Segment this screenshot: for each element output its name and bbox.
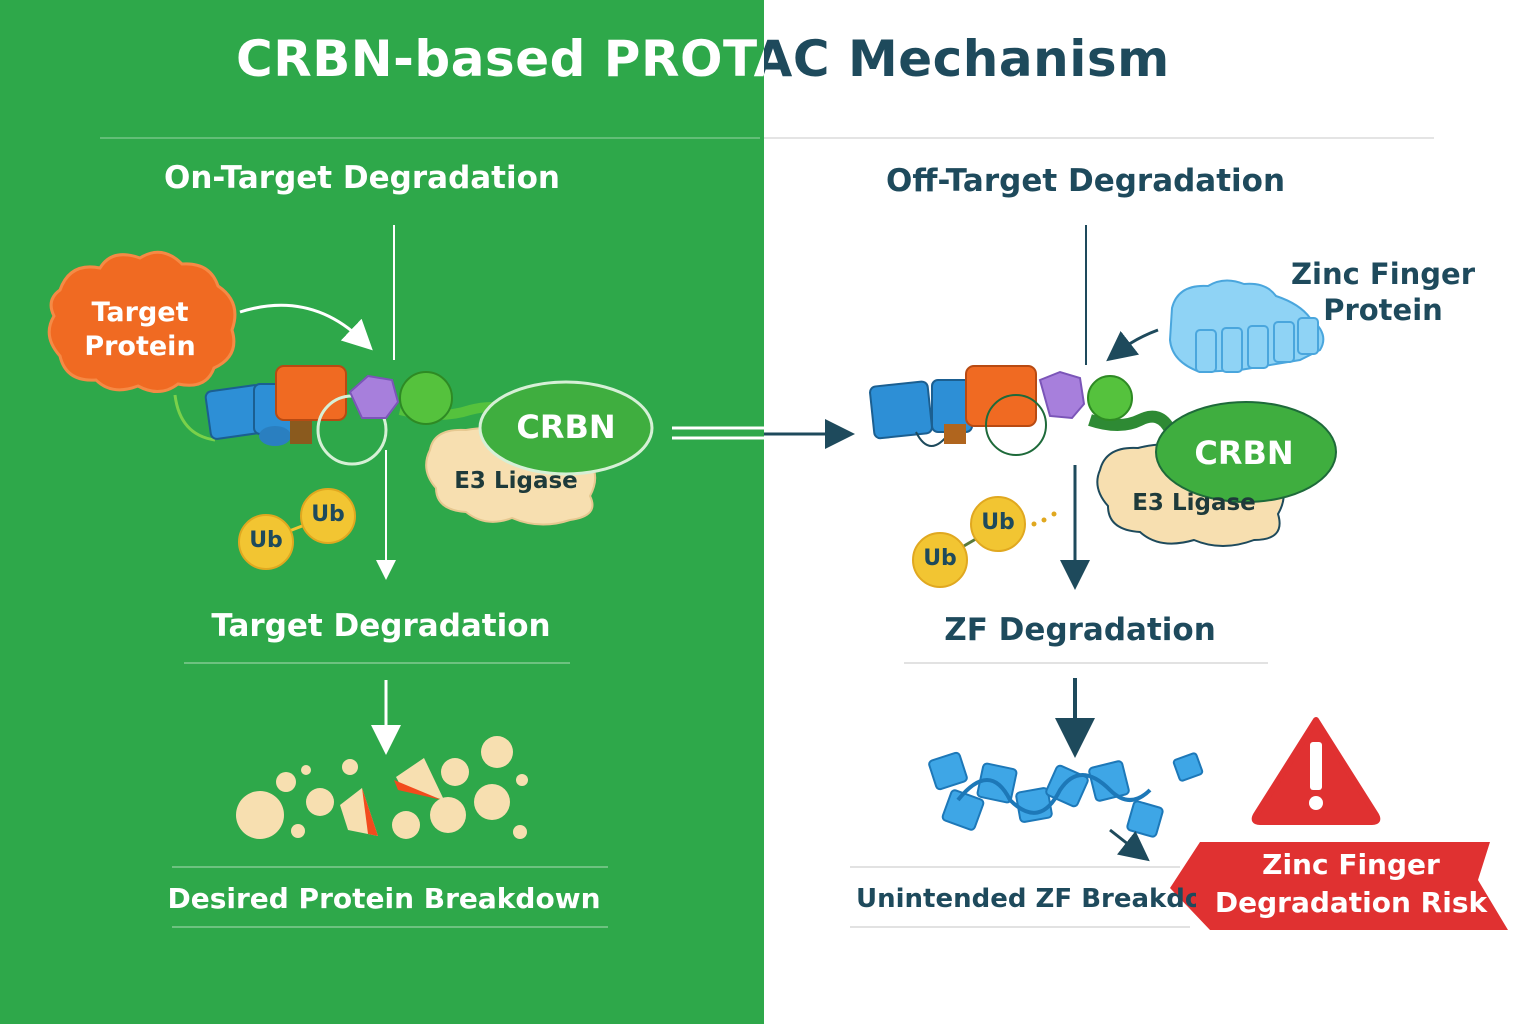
divider	[764, 137, 1434, 139]
zf-label-line1: Zinc Finger	[1290, 257, 1476, 291]
target-protein-label-line2: Protein	[84, 331, 196, 362]
ub-label: Ub	[249, 528, 283, 553]
ub-circle	[970, 496, 1026, 552]
ub-label: Ub	[311, 502, 345, 527]
on-target-heading: On-Target Degradation	[164, 160, 560, 196]
crbn-binder-green	[399, 371, 453, 425]
divider	[184, 662, 570, 664]
target-protein-label-line1: Target	[91, 297, 189, 328]
zinc-finger-protein-label: Zinc Finger Protein	[1290, 256, 1476, 328]
e3-ligase-label: E3 Ligase	[1132, 490, 1256, 516]
crbn-ellipse	[478, 380, 654, 476]
warning-banner-text: Zinc Finger Degradation Risk	[1206, 846, 1496, 922]
ub-circle	[238, 514, 294, 570]
warning-line1: Zinc Finger	[1262, 848, 1440, 881]
divider	[172, 866, 608, 868]
crbn-binder-green	[1087, 375, 1133, 421]
crbn-label: CRBN	[1194, 434, 1294, 472]
zf-label-line2: Protein	[1323, 293, 1443, 327]
linker-purple	[1038, 370, 1086, 420]
ub-circle	[912, 532, 968, 588]
protein-domain-blue	[869, 380, 933, 440]
ub-circle	[300, 488, 356, 544]
off-target-heading: Off-Target Degradation	[886, 163, 1286, 199]
ub-label: Ub	[981, 510, 1015, 535]
divider	[850, 866, 1180, 868]
curved-arrow-icon	[1106, 328, 1159, 362]
divider	[904, 662, 1268, 664]
warning-banner	[1170, 842, 1508, 930]
divider	[100, 137, 760, 139]
protein-fragments	[236, 736, 528, 839]
protein-domain-orange	[965, 365, 1037, 427]
curved-arrow-icon	[239, 303, 373, 351]
divider	[850, 926, 1190, 928]
zf-degradation-label: ZF Degradation	[944, 612, 1216, 648]
target-protein-label: Target Protein	[70, 296, 210, 364]
e3-ligase-label: E3 Ligase	[454, 468, 578, 494]
divider	[172, 926, 608, 928]
unintended-breakdown-label: Unintended ZF Breakdown	[856, 884, 1196, 914]
linker-purple	[348, 374, 400, 419]
ub-label: Ub	[923, 546, 957, 571]
zinc-finger-protein-shape	[1168, 279, 1325, 374]
target-protein-blob	[47, 250, 237, 393]
target-degradation-label: Target Degradation	[211, 608, 551, 644]
crbn-ellipse	[1155, 401, 1337, 503]
warning-triangle-icon	[1251, 717, 1381, 825]
crbn-label: CRBN	[516, 408, 616, 446]
desired-breakdown-label: Desired Protein Breakdown	[167, 882, 601, 915]
zinc-finger-fragments	[928, 751, 1204, 838]
on-target-panel	[0, 0, 764, 1024]
protein-domain-orange	[275, 365, 347, 421]
warning-line2: Degradation Risk	[1214, 886, 1488, 919]
